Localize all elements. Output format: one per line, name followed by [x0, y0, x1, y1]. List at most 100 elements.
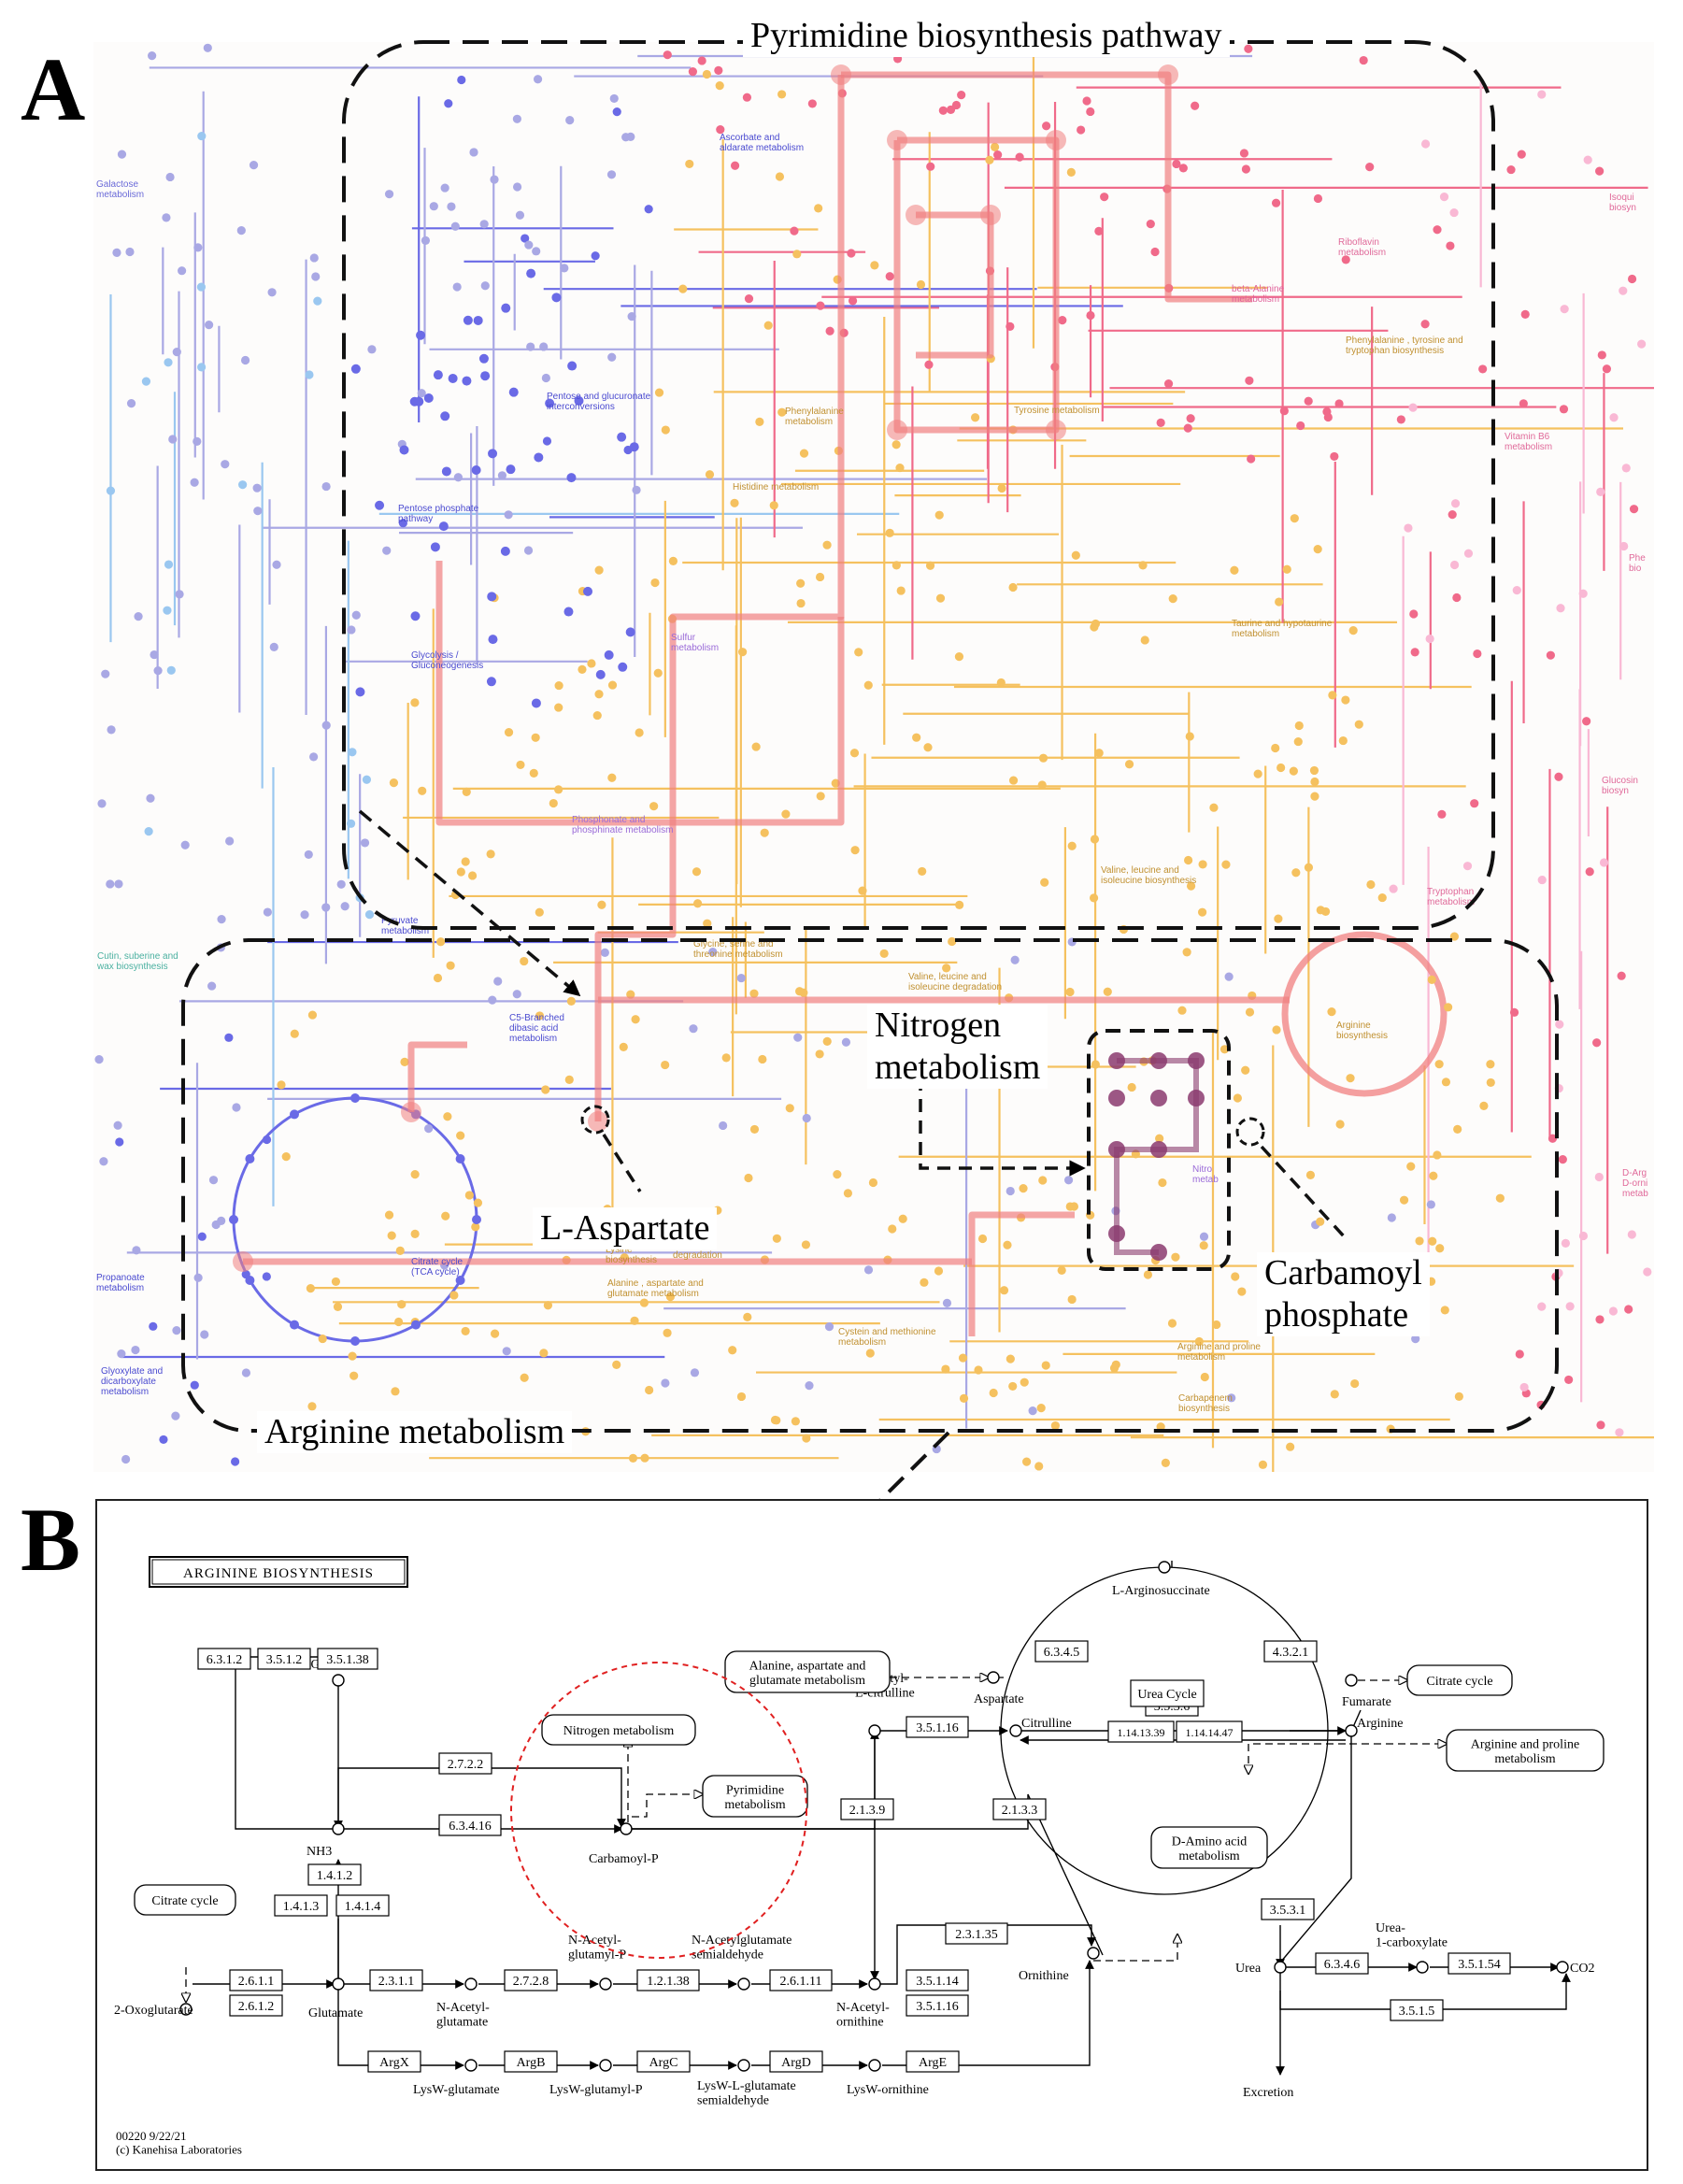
enzyme-box-e6345 [1034, 1640, 1089, 1663]
map-compound-dot [307, 1402, 317, 1411]
map-compound-dot [238, 480, 248, 490]
map-compound-dot [456, 1131, 465, 1140]
compound-label-n-acetyl-glutamate: N-Acetyl-glutamate [436, 2001, 490, 2029]
dashed-link [632, 1794, 703, 1818]
map-compound-dot [742, 93, 752, 102]
pentose-node [488, 449, 498, 459]
pentose-node [410, 611, 421, 621]
map-compound-dot [321, 903, 331, 912]
map-compound-dot [1191, 101, 1200, 110]
map-compound-dot [117, 1349, 126, 1359]
map-compound-dot [1037, 780, 1047, 790]
map-compound-dot [384, 1210, 394, 1220]
pentose-node [463, 315, 473, 325]
map-compound-dot [197, 131, 207, 141]
map-compound-dot [796, 598, 806, 608]
map-compound-dot [801, 1240, 811, 1249]
compound-label-lysw-glutamyl-p: LysW-glutamyl-P [549, 2083, 643, 2097]
map-compound-dot [1602, 364, 1612, 374]
map-compound-dot [1111, 1360, 1120, 1369]
enzyme-label-e35138: 3.5.1.38 [326, 1653, 369, 1667]
map-compound-dot [277, 1080, 286, 1090]
enzyme-box-e6346 [1315, 1952, 1369, 1975]
compound-node-lysw-glutamyl-p [599, 2059, 612, 2072]
map-compound-dot [1404, 523, 1413, 533]
reaction-edge [1279, 1731, 1352, 1963]
map-compound-dot [446, 961, 455, 970]
map-compound-dot [1245, 1007, 1255, 1017]
map-compound-dot [269, 642, 278, 651]
map-compound-dot [1619, 541, 1629, 551]
enzyme-box-e3531 [1261, 1898, 1315, 1920]
map-compound-dot [115, 1137, 124, 1147]
map-compound-dot [1619, 286, 1628, 295]
pentose-node [526, 268, 536, 278]
map-compound-dot [824, 1322, 834, 1332]
map-compound-dot [1433, 225, 1442, 235]
map-compound-dot [1428, 1236, 1437, 1246]
map-compound-dot [1150, 247, 1160, 257]
map-compound-dot [1038, 1176, 1048, 1185]
map-compound-dot [394, 1317, 404, 1327]
map-compound-dot [1609, 413, 1619, 422]
map-compound-dot [1411, 1335, 1420, 1344]
map-compound-dot [868, 1178, 878, 1188]
highlighted-node [906, 205, 926, 225]
pentose-node [583, 586, 593, 596]
map-compound-dot [543, 1301, 553, 1310]
title-box-inner [151, 1559, 406, 1585]
enzyme-label-e2728: 2.7.2.8 [513, 1975, 549, 1989]
map-compound-dot [1034, 1462, 1044, 1471]
map-compound-dot [1185, 732, 1194, 741]
compound-node-n-acetylglutamate-semialdehyde [737, 1977, 750, 1991]
enzyme-label-e23135: 2.3.1.35 [955, 1928, 998, 1942]
compound-node-l-arginosuccinate [1158, 1561, 1171, 1574]
map-compound-dot [1161, 1458, 1170, 1467]
map-compound-dot [760, 828, 769, 837]
map-compound-dot [1006, 1354, 1015, 1363]
highlighted-node [887, 420, 907, 440]
map-compound-dot [1354, 720, 1363, 729]
map-compound-dot [1199, 1241, 1208, 1250]
pentose-node [471, 465, 481, 476]
map-compound-dot [941, 1364, 950, 1374]
map-compound-dot [1094, 749, 1104, 758]
tca-node [290, 1320, 299, 1330]
map-compound-dot [792, 250, 802, 259]
map-compound-dot [163, 606, 172, 615]
map-compound-dot [224, 1033, 234, 1042]
pentose-node [563, 607, 574, 617]
map-compound-dot [1082, 96, 1091, 106]
map-compound-dot [805, 1381, 814, 1391]
nitrogen-node [1150, 1090, 1167, 1106]
map-compound-dot [417, 389, 426, 398]
pathway-label-citrate-left: Citrate cycle [151, 1894, 218, 1908]
map-compound-dot [1478, 364, 1488, 374]
map-compound-dot [1200, 1372, 1209, 1382]
map-compound-dot [1155, 1134, 1164, 1143]
map-compound-dot [1366, 879, 1376, 890]
map-compound-dot [763, 321, 773, 330]
map-compound-dot [1452, 592, 1462, 603]
map-compound-dot [814, 204, 823, 213]
map-compound-dot [977, 1234, 988, 1244]
enzyme-box-argc [636, 2050, 691, 2073]
map-compound-dot [1328, 691, 1337, 700]
map-compound-dot [348, 1351, 357, 1361]
map-compound-dot [850, 846, 860, 855]
map-compound-dot [703, 919, 712, 928]
map-compound-dot [1377, 892, 1387, 903]
tca-node [350, 1093, 360, 1103]
map-compound-dot [410, 698, 420, 707]
map-compound-dot [112, 248, 121, 257]
enzyme-label-e1414: 1.4.1.4 [345, 1900, 381, 1914]
map-compound-dot [1506, 164, 1516, 175]
map-compound-dot [619, 1042, 628, 1051]
